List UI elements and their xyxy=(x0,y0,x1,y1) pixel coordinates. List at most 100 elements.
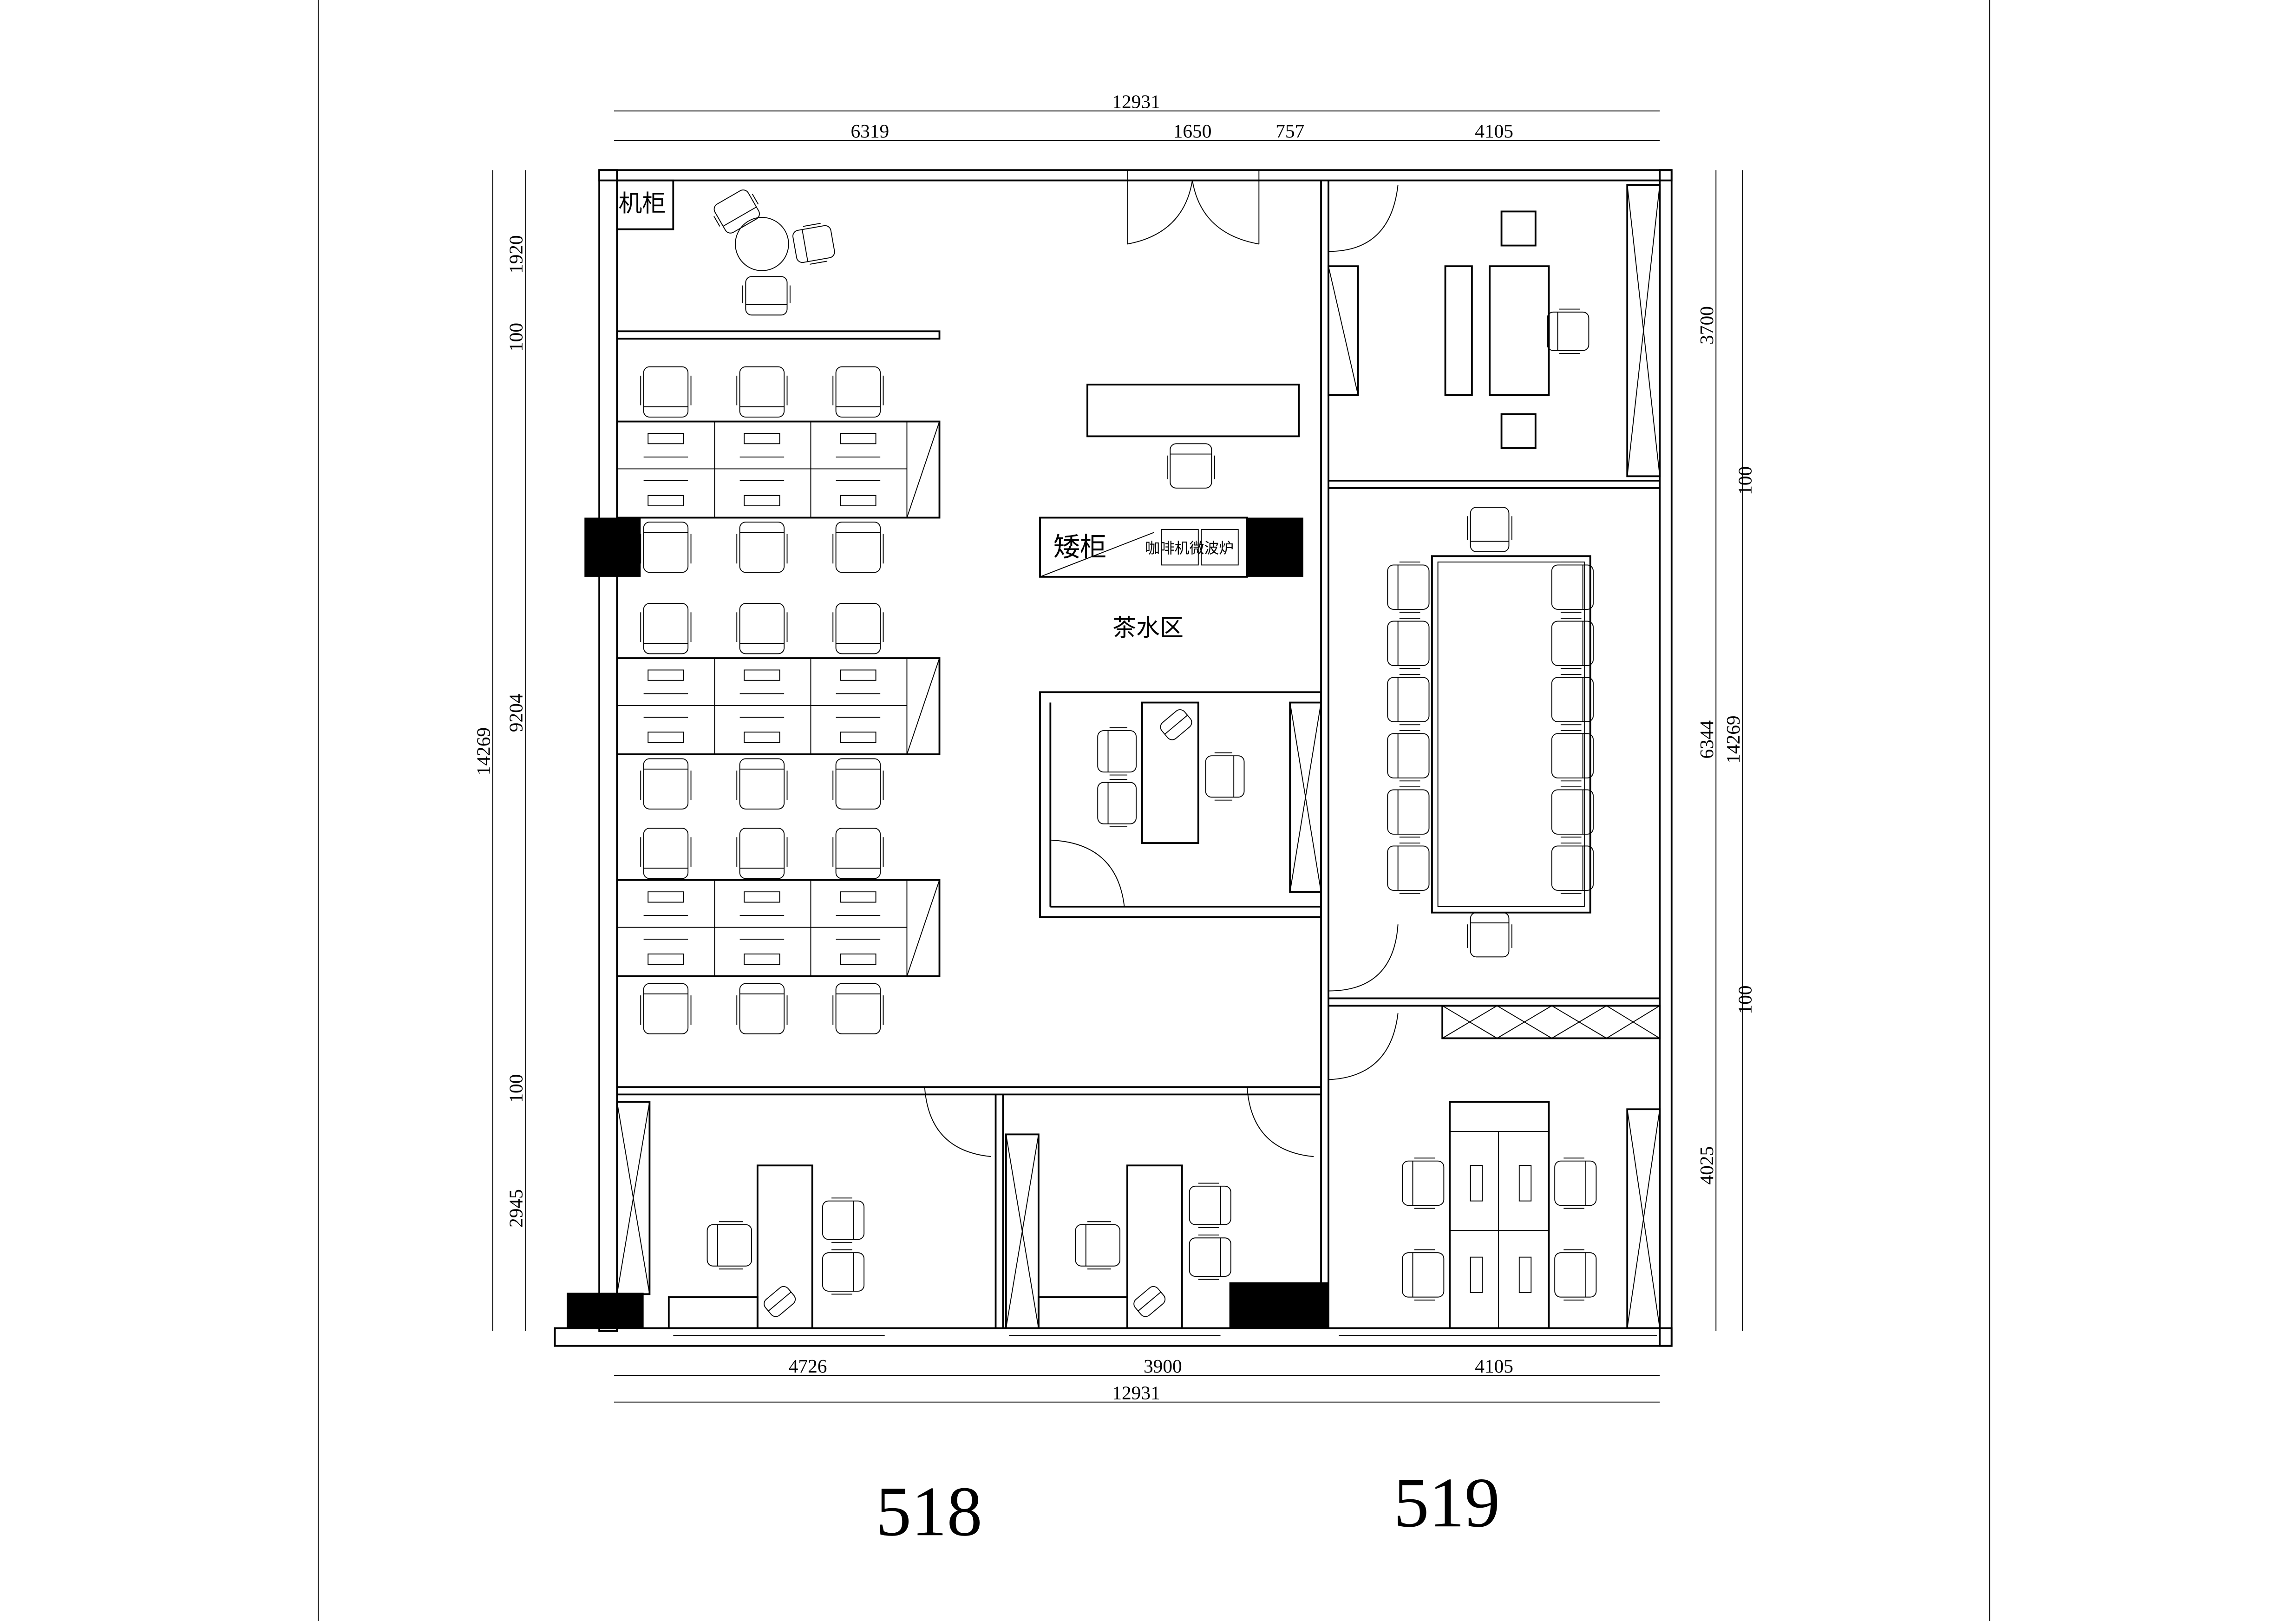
meeting-desk xyxy=(1449,1101,1550,1329)
chair xyxy=(822,1197,865,1243)
chair xyxy=(832,522,884,573)
desk-fixture xyxy=(1518,1165,1532,1202)
unit-number-519: 519 xyxy=(1393,1464,1500,1542)
office-desk xyxy=(756,1164,813,1329)
round-table xyxy=(735,217,789,271)
chair xyxy=(1205,752,1245,801)
chair xyxy=(822,1249,865,1295)
workstation-cluster xyxy=(616,420,941,519)
dim-bottom-1: 4726 xyxy=(789,1355,827,1377)
door-swing xyxy=(1050,839,1125,907)
chair xyxy=(1097,779,1137,827)
pillar xyxy=(584,517,641,577)
chair xyxy=(1387,562,1430,613)
tea-area-label: 茶水区 xyxy=(1112,614,1184,642)
dim-left-1: 1920 xyxy=(505,235,527,274)
dim-right-4: 100 xyxy=(1734,986,1756,1014)
chair xyxy=(832,758,884,810)
desk-fixture xyxy=(1470,1256,1483,1294)
wardrobe xyxy=(1626,184,1661,477)
dim-top-4: 4105 xyxy=(1475,120,1513,142)
manager-desk xyxy=(1141,701,1199,844)
chair xyxy=(1551,730,1594,782)
dim-right-5: 4025 xyxy=(1696,1146,1717,1185)
dim-left-4: 100 xyxy=(505,1074,527,1103)
dim-left-5: 2945 xyxy=(505,1189,527,1228)
chair xyxy=(832,828,884,879)
chair xyxy=(1387,618,1430,669)
chair xyxy=(764,1286,796,1317)
chairs xyxy=(640,190,1597,1317)
chair xyxy=(736,758,788,810)
chair xyxy=(640,828,692,879)
chair xyxy=(640,758,692,810)
chair xyxy=(1387,786,1430,838)
dim-right-1: 3700 xyxy=(1696,306,1717,345)
workstation-cluster xyxy=(616,657,941,755)
walls xyxy=(554,169,1673,1347)
desk-fixture xyxy=(1470,1165,1483,1202)
dim-bottom-total: 12931 xyxy=(1112,1382,1160,1403)
chair xyxy=(736,828,788,879)
chair xyxy=(832,366,884,418)
chair xyxy=(713,190,760,234)
chair xyxy=(1551,843,1594,894)
cabinet xyxy=(1441,1005,1661,1039)
dim-left-total: 14269 xyxy=(472,727,494,775)
chair xyxy=(706,1221,752,1270)
chair xyxy=(640,983,692,1034)
wardrobe xyxy=(1005,1133,1040,1329)
chair xyxy=(792,222,835,265)
low-cabinet-label: 矮柜 xyxy=(1053,531,1107,562)
chair xyxy=(1554,1249,1597,1301)
chair xyxy=(736,522,788,573)
workstation-cluster xyxy=(616,879,941,977)
chair xyxy=(832,983,884,1034)
chair xyxy=(1551,674,1594,726)
dim-right-2: 100 xyxy=(1734,466,1756,495)
chair xyxy=(1189,1183,1231,1228)
dim-right-3: 6344 xyxy=(1696,720,1717,758)
appliances-label: 咖啡机微波炉 xyxy=(1145,539,1234,557)
dim-left-3: 9204 xyxy=(505,693,527,732)
chair xyxy=(736,983,788,1034)
chair xyxy=(640,366,692,418)
server-cabinet xyxy=(616,179,674,230)
office-desk xyxy=(1489,265,1550,396)
dim-right-total: 14269 xyxy=(1722,715,1744,763)
chair xyxy=(1075,1221,1120,1270)
entrance-double-door xyxy=(1126,170,1260,245)
workstation-clusters xyxy=(616,420,941,977)
chair xyxy=(1551,618,1594,669)
door-swing xyxy=(1328,924,1399,992)
chair xyxy=(1387,730,1430,782)
chair xyxy=(1166,443,1215,489)
chair xyxy=(1551,562,1594,613)
server-cabinet-label: 机柜 xyxy=(619,190,666,217)
dim-top-2: 1650 xyxy=(1173,120,1212,142)
chair xyxy=(832,603,884,654)
dim-left-2: 100 xyxy=(505,323,527,352)
chair xyxy=(1402,1157,1445,1209)
chair xyxy=(1097,727,1137,776)
door-swing xyxy=(924,1087,992,1157)
chair xyxy=(1133,1286,1166,1317)
wardrobe xyxy=(1626,1108,1661,1329)
chair xyxy=(1551,786,1594,838)
chair xyxy=(1402,1249,1445,1301)
chair xyxy=(1547,308,1590,354)
chair xyxy=(736,366,788,418)
door-swing xyxy=(1328,184,1399,252)
wardrobe xyxy=(616,1101,651,1295)
pillar xyxy=(567,1293,644,1328)
chair xyxy=(1467,507,1512,552)
office-desk xyxy=(1126,1164,1183,1329)
dim-top-3: 757 xyxy=(1276,120,1304,142)
desk-fixture xyxy=(1518,1256,1532,1294)
chair xyxy=(742,276,791,316)
pillar xyxy=(1247,517,1303,577)
chair xyxy=(1387,674,1430,726)
chair xyxy=(736,603,788,654)
dimension-left: 14269 1920 100 9204 100 2945 xyxy=(472,170,527,1331)
